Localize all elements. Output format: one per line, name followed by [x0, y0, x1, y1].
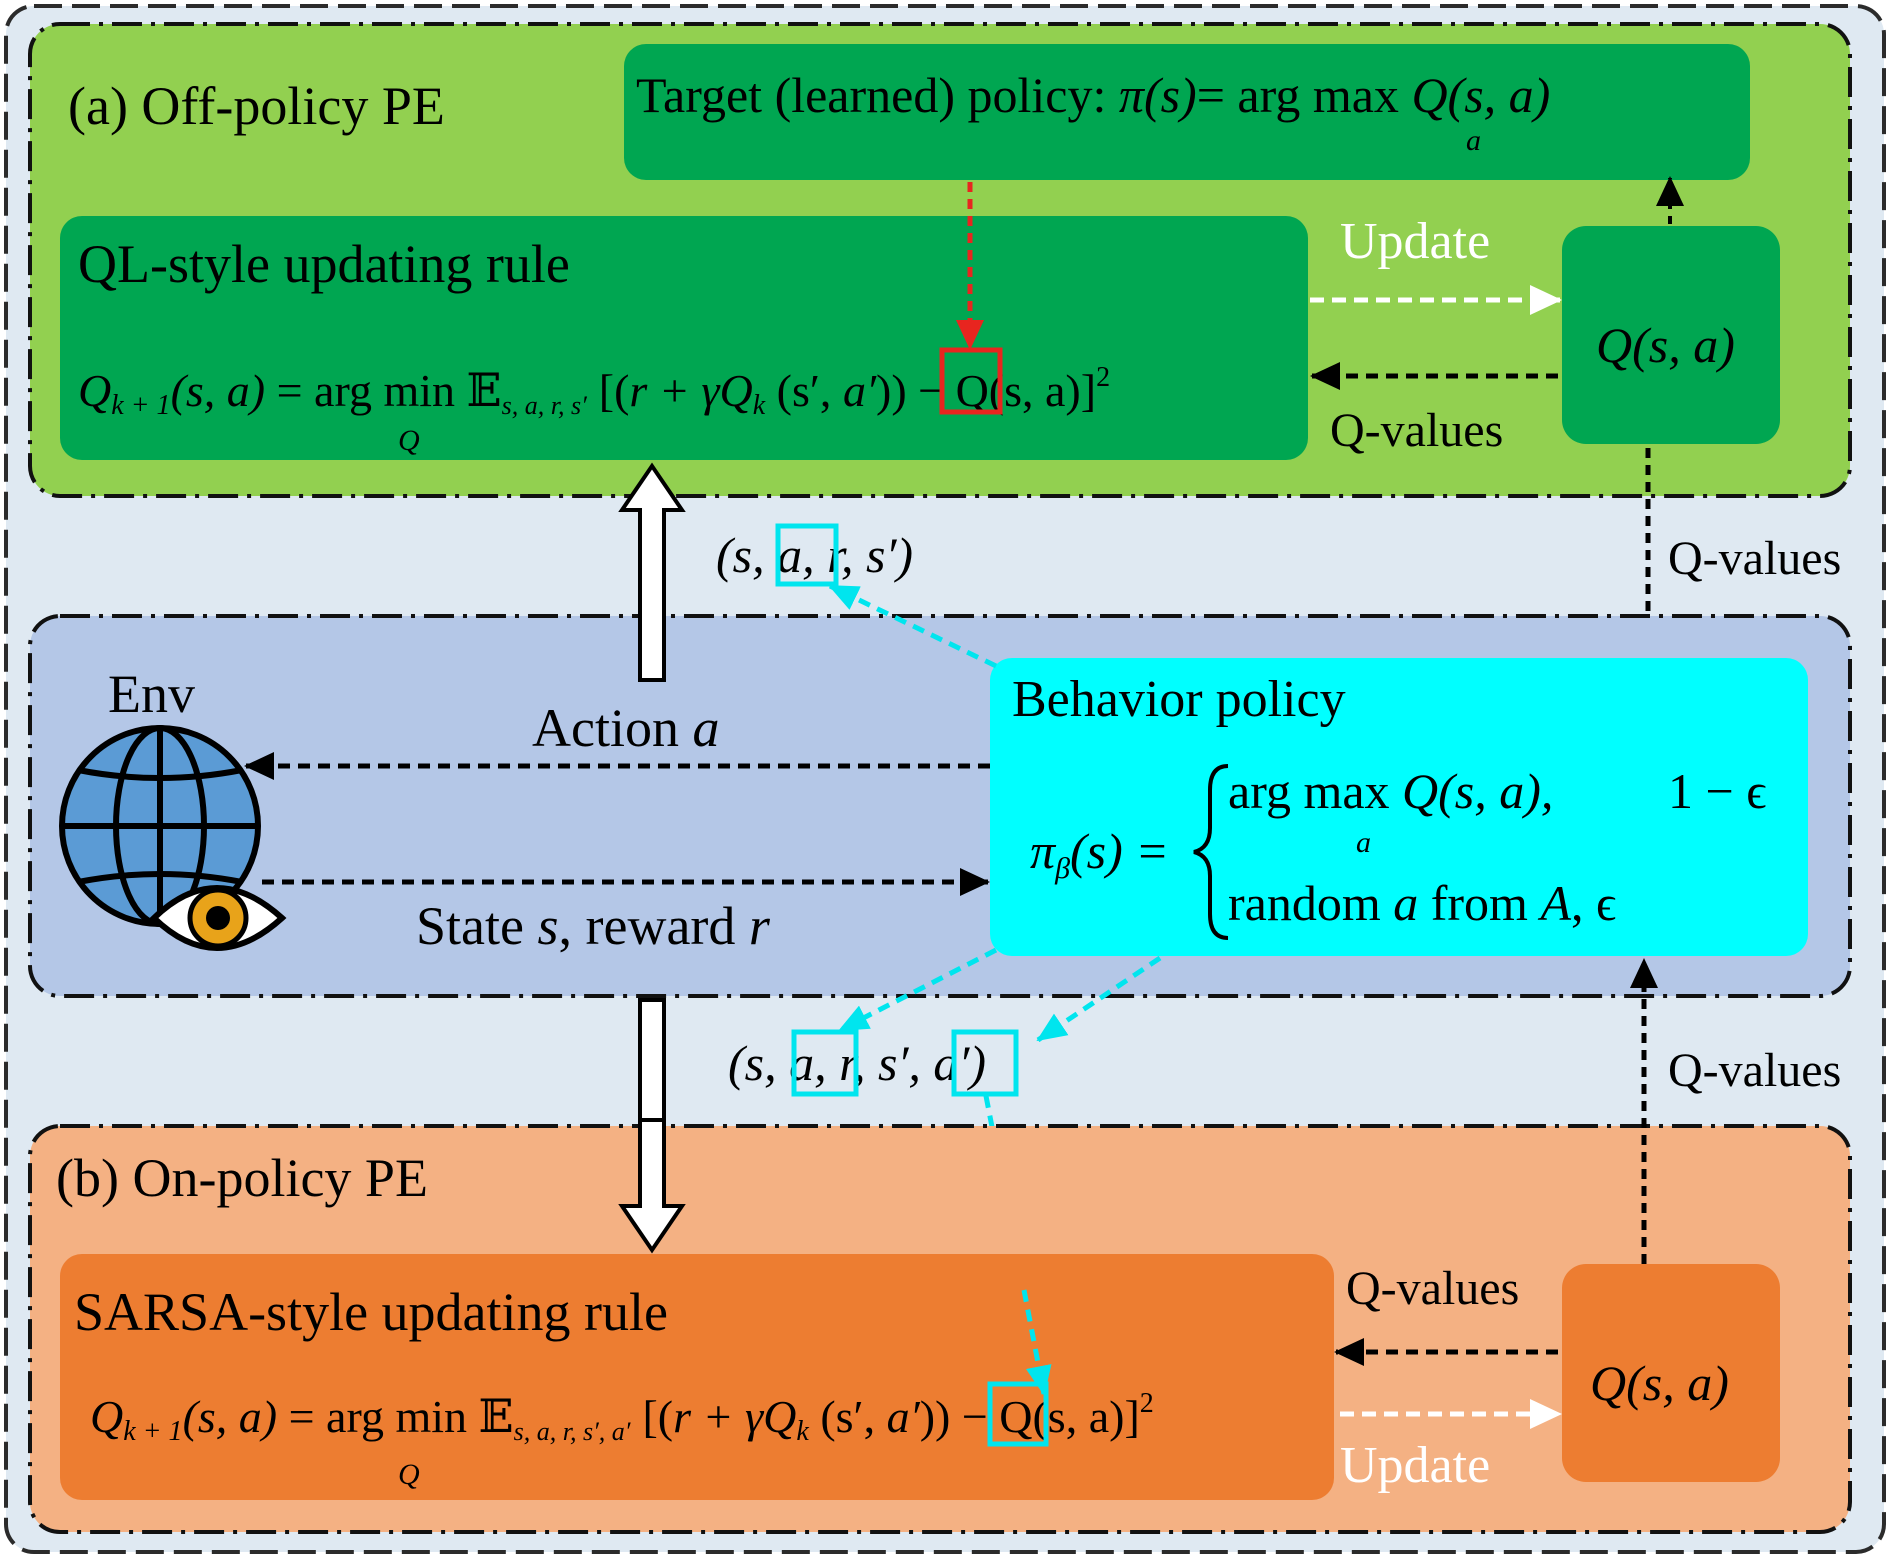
down-hollow-arrow-lower	[618, 1118, 686, 1254]
behavior-policy-title: Behavior policy	[1012, 671, 1346, 728]
off-policy-title: (a) Off-policy PE	[68, 76, 445, 136]
tuple-to-sarsa-aprime-arrow-lower	[1021, 1289, 1052, 1396]
behavior-brace	[1193, 764, 1229, 940]
action-label: Action a	[532, 698, 719, 758]
behavior-to-upper-tuple-arrow	[828, 583, 998, 669]
on-policy-title: (b) On-policy PE	[56, 1148, 428, 1208]
target-policy-sub-a: a	[1466, 124, 1481, 157]
qvalues-right-lower-label: Q-values	[1668, 1044, 1841, 1097]
target-policy-text: Target (learned) policy: π(s)= arg max Q…	[636, 67, 1550, 123]
update-bottom-label: Update	[1340, 1437, 1490, 1494]
eye-icon	[149, 885, 287, 951]
up-hollow-arrow	[618, 462, 686, 682]
behavior-pi: πβ(s) =	[1030, 823, 1169, 885]
behavior-to-lower-a-arrow	[838, 947, 998, 1033]
ql-aprime-highlight	[939, 347, 1003, 415]
ql-rule-title: QL-style updating rule	[78, 234, 570, 294]
behavior-policy-box	[990, 658, 1808, 956]
qvalues-bottom-label: Q-values	[1346, 1262, 1519, 1315]
behavior-to-lower-aprime-arrow	[1036, 955, 1162, 1043]
q-box-bottom-label: Q(s, a)	[1590, 1355, 1729, 1411]
target-policy-box	[624, 44, 1750, 180]
globe-icon	[59, 725, 261, 927]
tuple-upper: (s, a, r, s′)	[716, 527, 913, 583]
sarsa-under-q: Q	[398, 1458, 420, 1491]
qvalues-top-label: Q-values	[1330, 404, 1503, 457]
sarsa-rule-title: SARSA-style updating rule	[74, 1282, 668, 1342]
sarsa-rule-formula: Qk + 1(s, a) = arg min 𝔼s, a, r, s′, a′[…	[90, 1388, 1154, 1447]
ql-under-q: Q	[398, 424, 420, 457]
state-label: State s, reward r	[416, 896, 771, 956]
tuple-lower-a-highlight	[791, 1029, 859, 1097]
q-box-bottom	[1562, 1264, 1780, 1482]
update-top-label: Update	[1340, 213, 1490, 270]
behavior-case1-sub: a	[1356, 826, 1371, 859]
ql-rule-box	[60, 216, 1308, 460]
sarsa-aprime-highlight	[987, 1381, 1049, 1447]
tuple-lower-aprime-highlight	[951, 1029, 1019, 1097]
behavior-case2: random a from A, ϵ	[1228, 875, 1616, 931]
qvalues-right-upper-label: Q-values	[1668, 532, 1841, 585]
tuple-upper-a-highlight	[775, 523, 839, 587]
behavior-case1: arg max Q(s, a),	[1228, 763, 1553, 819]
ql-rule-formula: Qk + 1(s, a) = arg min 𝔼s, a, r, s′[(r +…	[78, 362, 1110, 421]
env-label: Env	[108, 664, 195, 724]
sarsa-rule-box	[60, 1254, 1334, 1500]
q-box-top	[1562, 226, 1780, 444]
behavior-case1-prob: 1 − ϵ	[1668, 763, 1766, 819]
q-box-top-label: Q(s, a)	[1596, 317, 1735, 373]
